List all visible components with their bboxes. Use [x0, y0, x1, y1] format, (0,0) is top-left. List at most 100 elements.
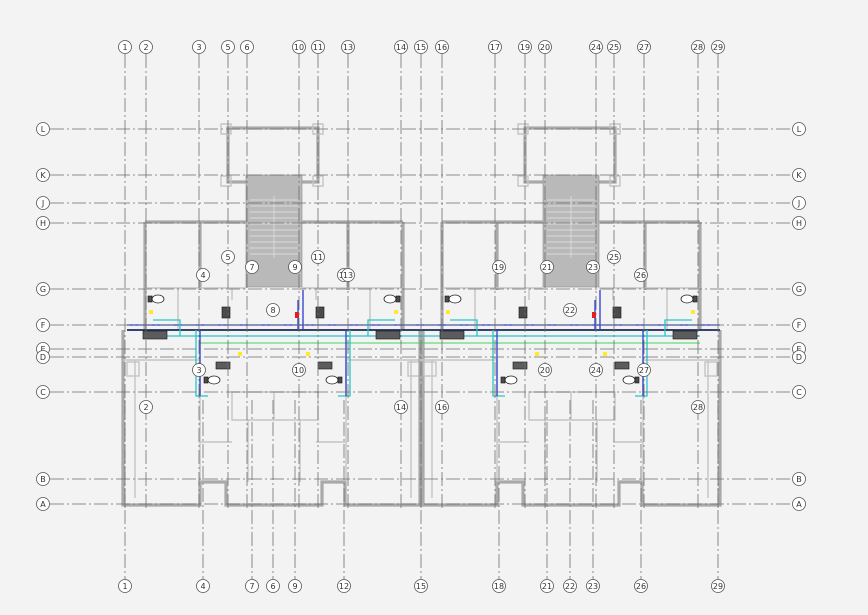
axis-bubble: 4	[196, 268, 210, 282]
valve-icon	[535, 352, 539, 356]
axis-bubble-circle	[637, 363, 651, 377]
axis-bubble-circle	[36, 350, 50, 364]
axis-bubble-label: 6	[244, 43, 249, 52]
axis-bubble-label: 25	[609, 43, 619, 52]
axis-bubble-circle	[337, 579, 351, 593]
axis-bubble: A	[36, 497, 50, 511]
axis-bubble: 20	[538, 363, 552, 377]
axis-bubble: D	[792, 350, 806, 364]
axis-bubble: 23	[586, 260, 600, 274]
axis-bubble: 22	[563, 579, 577, 593]
axis-bubble-label: 13	[343, 271, 353, 280]
sink-icon	[221, 306, 231, 319]
axis-bubble: 24	[589, 363, 603, 377]
axis-bubble: 29	[711, 40, 725, 54]
axis-bubble-label: 20	[540, 366, 550, 375]
axis-bubble-circle	[221, 250, 235, 264]
axis-bubble-label: 9	[292, 582, 297, 591]
axis-bubble-label: 1	[122, 43, 127, 52]
axis-bubble-circle	[792, 318, 806, 332]
axis-bubble: 17	[488, 40, 502, 54]
axis-bubble-label: 24	[591, 366, 601, 375]
axis-bubble-circle	[292, 363, 306, 377]
axis-bubble-circle	[586, 579, 600, 593]
axis-bubble-circle	[414, 40, 428, 54]
axis-bubble-label: 28	[693, 403, 703, 412]
sink-icon	[518, 306, 528, 319]
axis-bubble: C	[36, 385, 50, 399]
axis-bubble-circle	[540, 260, 554, 274]
axis-bubble: 16	[435, 40, 449, 54]
axis-bubble: 7	[245, 579, 259, 593]
axis-bubble-circle	[36, 196, 50, 210]
axis-bubble-circle	[792, 168, 806, 182]
axis-bubble: 28	[691, 40, 705, 54]
axis-bubble-circle	[518, 40, 532, 54]
axis-bubble: 8	[266, 303, 280, 317]
axis-bubble-circle	[691, 40, 705, 54]
axis-bubble-circle	[607, 250, 621, 264]
axis-bubble-circle	[292, 40, 306, 54]
toilet-icon	[500, 375, 518, 385]
axis-bubble-label: 21	[542, 582, 552, 591]
axis-bubble-label: J	[41, 199, 44, 208]
axis-bubble-circle	[36, 216, 50, 230]
axis-bubble: 25	[607, 250, 621, 264]
axis-bubble-circle	[311, 250, 325, 264]
axis-bubble-label: 12	[339, 582, 349, 591]
axis-bubble-circle	[634, 579, 648, 593]
axis-bubble-circle	[792, 196, 806, 210]
axis-bubble: 6	[240, 40, 254, 54]
axis-bubble-label: 28	[693, 43, 703, 52]
axis-bubble-label: 15	[416, 582, 426, 591]
axis-bubble-circle	[792, 282, 806, 296]
axis-bubble-label: 26	[636, 582, 646, 591]
axis-bubble-circle	[196, 579, 210, 593]
axis-bubble-circle	[266, 303, 280, 317]
axis-bubble-label: 8	[270, 306, 275, 315]
axis-bubble: G	[36, 282, 50, 296]
axis-bubble-circle	[792, 350, 806, 364]
axis-bubble: 16	[435, 400, 449, 414]
axis-bubble-circle	[36, 168, 50, 182]
axis-bubble: H	[36, 216, 50, 230]
axis-bubble-label: D	[796, 353, 802, 362]
axis-bubble-label: 2	[143, 43, 148, 52]
axis-bubble: 2	[139, 400, 153, 414]
sink-icon	[315, 306, 325, 319]
axis-bubble-label: 7	[249, 263, 254, 272]
axis-bubble: 10	[292, 363, 306, 377]
axis-bubble-circle	[341, 268, 355, 282]
axis-bubble-label: 10	[294, 366, 304, 375]
axis-bubble: 9	[288, 579, 302, 593]
axis-bubble-label: 27	[639, 43, 649, 52]
axis-bubble: 2	[139, 40, 153, 54]
toilet-icon	[383, 294, 401, 304]
toilet-icon	[203, 375, 221, 385]
axis-bubble-circle	[36, 472, 50, 486]
bathtub-icon	[439, 330, 465, 340]
axis-bubble-circle	[36, 385, 50, 399]
axis-bubble: 23	[586, 579, 600, 593]
axis-bubble: 28	[691, 400, 705, 414]
axis-bubble-circle	[245, 260, 259, 274]
axis-bubble: 19	[518, 40, 532, 54]
axis-bubble-circle	[792, 122, 806, 136]
axis-bubble: 3	[192, 363, 206, 377]
valve-icon	[592, 312, 596, 318]
bathtub-icon	[142, 330, 168, 340]
axis-bubble: J	[792, 196, 806, 210]
axis-bubble-label: 14	[396, 43, 406, 52]
toilet-icon	[325, 375, 343, 385]
axis-bubble: 5	[221, 40, 235, 54]
axis-bubble-label: 18	[494, 582, 504, 591]
axis-bubble-label: 25	[609, 253, 619, 262]
axis-bubble: 29	[711, 579, 725, 593]
axis-grid	[50, 54, 792, 579]
axis-bubble-label: 24	[591, 43, 601, 52]
axis-bubble: 26	[634, 579, 648, 593]
axis-bubble-label: E	[796, 345, 801, 354]
axis-bubble: H	[792, 216, 806, 230]
